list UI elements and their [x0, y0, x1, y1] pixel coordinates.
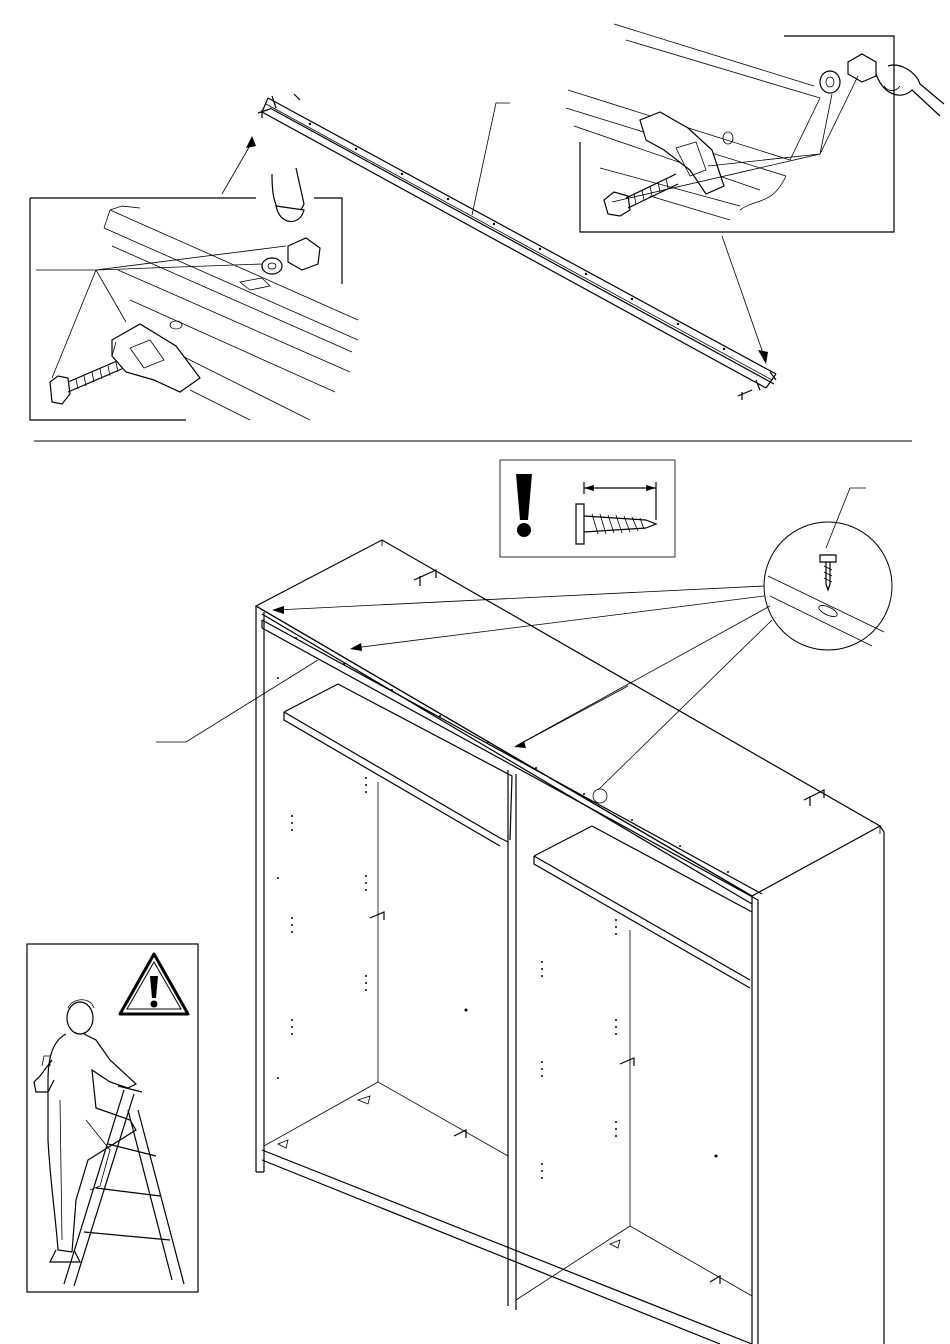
step-2-wardrobe-assembly	[27, 460, 892, 1344]
screw-warning-callout	[500, 460, 675, 557]
safety-warning-panel	[27, 944, 198, 1292]
rail-leader-line	[472, 103, 510, 215]
right-detail-inset	[566, 24, 944, 364]
step-1-rail-assembly	[30, 24, 944, 420]
left-detail-inset	[30, 136, 358, 420]
wardrobe-carcass	[256, 540, 884, 1344]
screw-detail-magnifier	[764, 488, 892, 650]
wardrobe-rail-leader	[156, 660, 318, 742]
